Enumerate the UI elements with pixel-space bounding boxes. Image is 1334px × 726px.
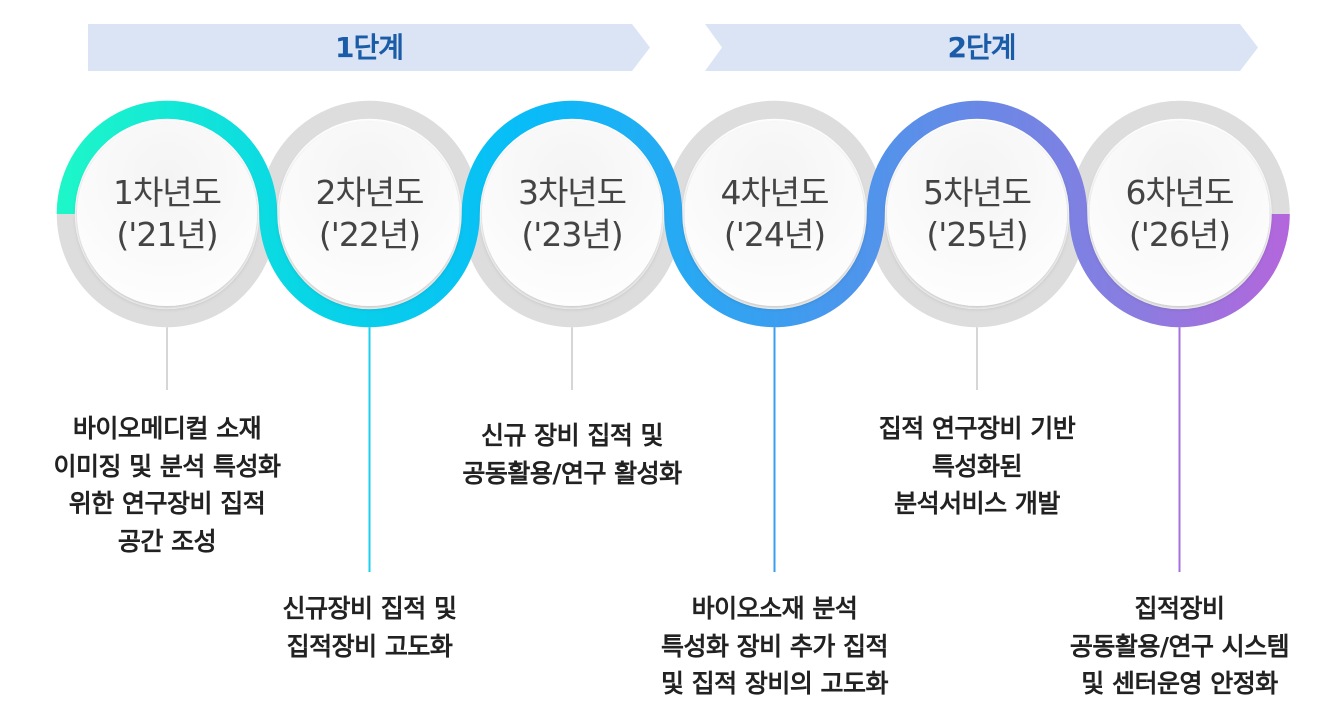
- description-line: 집적장비: [1134, 594, 1225, 623]
- year-label: 6차년도('26년): [1090, 172, 1270, 256]
- year-title: 3차년도: [517, 173, 627, 212]
- year-circle: [279, 122, 460, 306]
- description-line: 이미징 및 분석 특성화: [53, 451, 281, 481]
- description-line: 공간 조성: [117, 526, 217, 556]
- year-circle: [77, 122, 257, 306]
- phase-2-banner: [705, 24, 1258, 71]
- year-range: ('25년): [926, 215, 1028, 254]
- year-label: 1차년도('21년): [77, 172, 257, 256]
- description-line: 신규장비 집적 및: [282, 594, 457, 623]
- year-circle: [482, 122, 662, 306]
- year-circle: [887, 122, 1067, 306]
- phase-1-label: 1단계: [334, 31, 404, 64]
- year-title: 4차년도: [720, 173, 829, 212]
- phase-1-banner: [88, 24, 650, 71]
- description-line: 신규 장비 집적 및: [480, 421, 664, 450]
- year-range: ('21년): [116, 215, 218, 254]
- description-line: 분석서비스 개발: [894, 489, 1060, 518]
- year-label: 2차년도('22년): [280, 172, 460, 256]
- description-line: 특성화 장비 추가 집적: [660, 631, 889, 661]
- year-range: ('26년): [1128, 215, 1231, 254]
- description-line: 및 집적 장비의 고도화: [660, 669, 889, 698]
- phase-2-label: 2단계: [947, 31, 1016, 64]
- description-line: 공동활용/연구 시스템: [1069, 631, 1290, 661]
- year-label: 5차년도('25년): [887, 172, 1067, 256]
- description-line: 바이오메디컬 소재: [72, 414, 262, 443]
- timeline-wave: [56, 100, 1290, 328]
- year-range: ('23년): [521, 215, 623, 254]
- description-line: 집적 연구장비 기반: [878, 414, 1076, 443]
- year-title: 5차년도: [922, 173, 1032, 212]
- description-line: 특성화된: [931, 451, 1023, 481]
- year-title: 1차년도: [112, 173, 222, 212]
- year-range: ('22년): [318, 215, 421, 254]
- year-range: ('24년): [723, 215, 826, 254]
- year-circle: [684, 122, 865, 306]
- description-line: 바이오소재 분석: [691, 594, 858, 623]
- description-line: 집적장비 고도화: [286, 631, 453, 661]
- year-label: 4차년도('24년): [685, 172, 865, 256]
- year-title: 2차년도: [315, 173, 424, 212]
- description-line: 및 센터운영 안정화: [1081, 669, 1278, 698]
- year-title: 6차년도: [1125, 173, 1234, 212]
- year-label: 3차년도('23년): [482, 172, 662, 256]
- year-circle: [1089, 122, 1270, 306]
- description-line: 공동활용/연구 활성화: [462, 458, 682, 488]
- description-line: 위한 연구장비 집적: [68, 489, 266, 518]
